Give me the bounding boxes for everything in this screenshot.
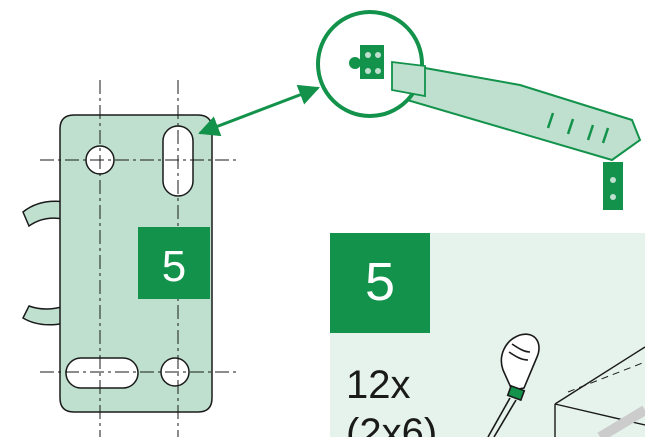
pointer-arrow xyxy=(198,84,320,137)
sensor-clip xyxy=(603,162,623,210)
step-panel: 5 12x (2x6) xyxy=(330,233,645,437)
quantity-label: 12x xyxy=(346,363,411,407)
detail-callout-icon xyxy=(316,10,426,118)
step-number: 5 xyxy=(365,252,395,312)
workpiece-box-icon xyxy=(554,346,645,437)
step-number-badge xyxy=(330,233,430,333)
detail-clip xyxy=(360,45,384,79)
step-badge-small xyxy=(138,227,210,299)
quantity-detail-label: (2x6) xyxy=(346,411,437,437)
mounting-bracket: 5 xyxy=(22,80,240,437)
screwdriver-icon xyxy=(487,333,540,437)
step-badge-small-label: 5 xyxy=(162,242,186,291)
slot-hole-horizontal xyxy=(65,357,139,389)
